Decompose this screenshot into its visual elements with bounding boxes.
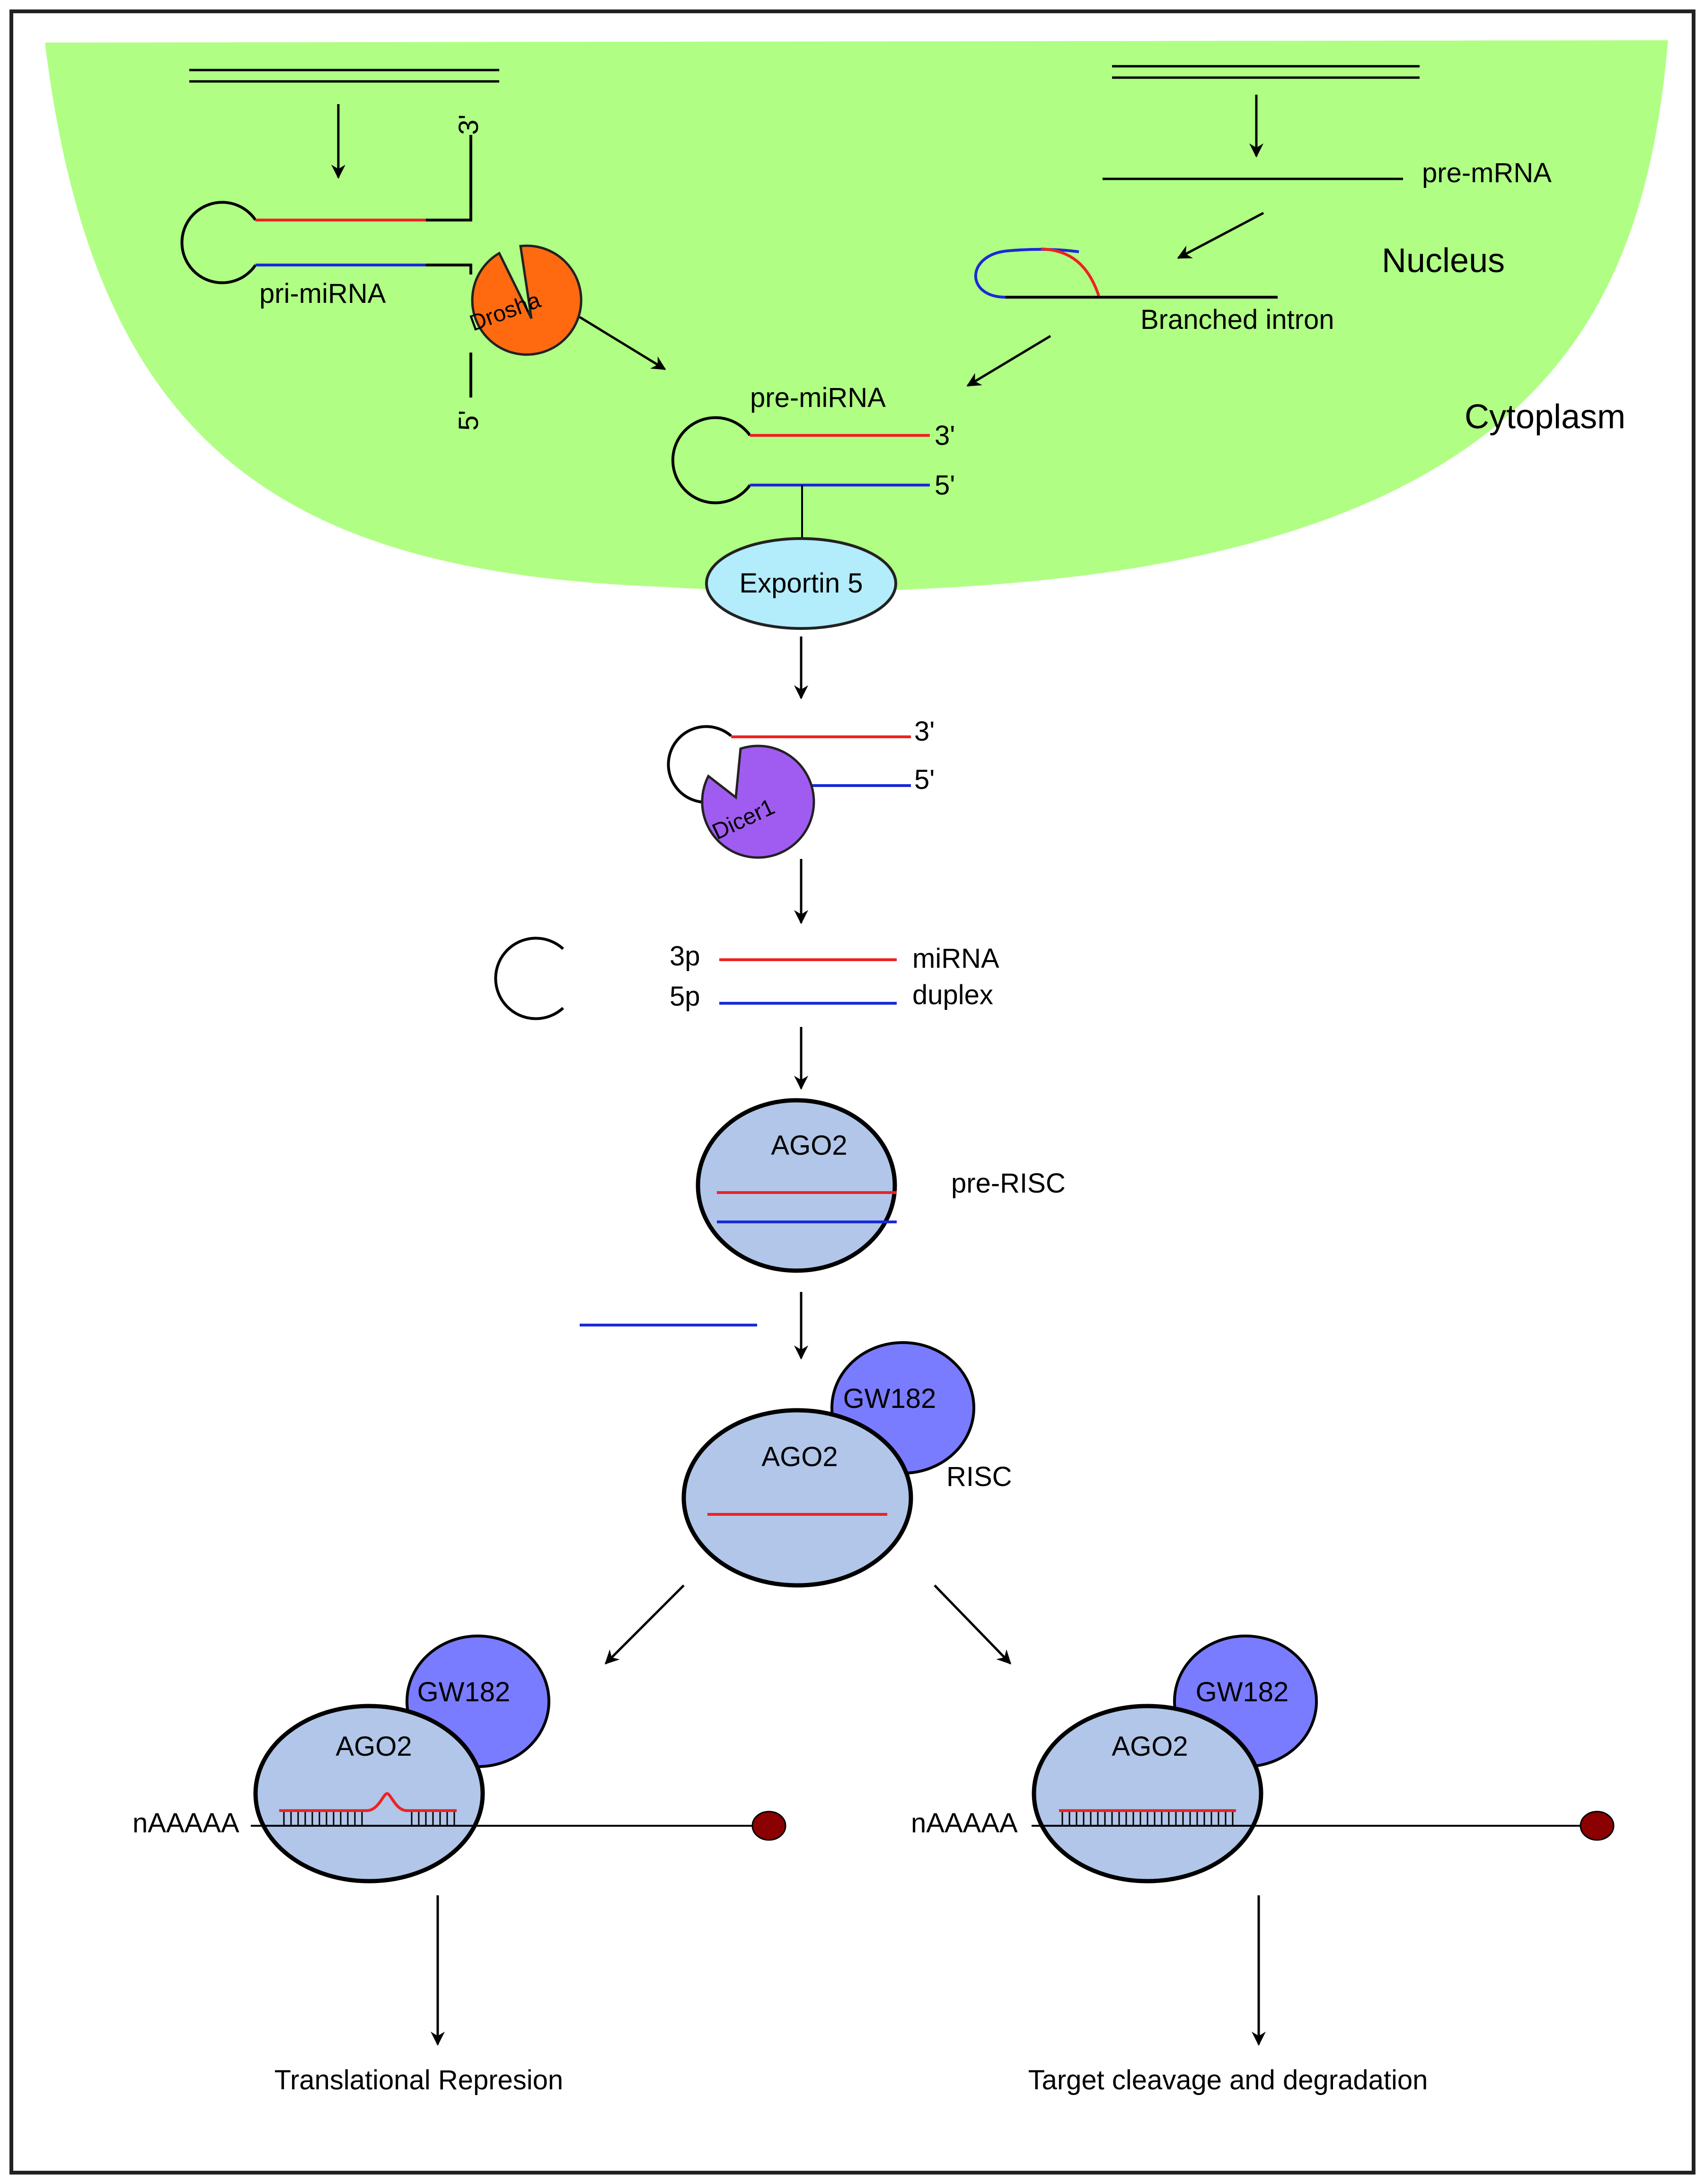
ago2-left-label: AGO2	[336, 1731, 412, 1762]
nucleus-label: Nucleus	[1382, 242, 1505, 280]
drosha-enzyme	[471, 244, 583, 356]
outcome-left-label: Translational Represion	[274, 2065, 563, 2096]
dicer-3prime-label: 3'	[914, 716, 935, 747]
pre-3prime-label: 3'	[935, 420, 955, 451]
intron-to-pre-arrow	[966, 335, 1051, 387]
gw182-risc-label: GW182	[843, 1383, 936, 1414]
ago2-left	[253, 1704, 485, 1883]
ago2-risc-label: AGO2	[761, 1441, 838, 1472]
released-loop	[494, 937, 565, 1020]
pre-mirna-label: pre-miRNA	[750, 382, 886, 413]
pri-5prime-label: 5'	[453, 410, 484, 431]
full-pairing-right	[1061, 1811, 1234, 1826]
nAAAAA-right-label: nAAAAA	[911, 1808, 1018, 1839]
dicer-5prime-label: 5'	[914, 764, 935, 795]
pre-mirna-hairpin	[671, 416, 930, 542]
risc-label: RISC	[946, 1461, 1012, 1492]
splicing-arrow	[1177, 212, 1264, 259]
branched-intron-label: Branched intron	[1140, 304, 1334, 335]
nAAAAA-left-label: nAAAAA	[132, 1808, 239, 1839]
cap-left-icon	[751, 1811, 786, 1841]
branch-left-arrow	[604, 1584, 685, 1665]
pre-5prime-label: 5'	[935, 470, 955, 501]
ago2-risc	[681, 1408, 913, 1588]
cytoplasm-label: Cytoplasm	[1465, 398, 1625, 436]
exportin5-protein	[705, 537, 897, 630]
outcome-right-label: Target cleavage and degradation	[1028, 2065, 1428, 2096]
strand-3p-label: 3p	[670, 941, 700, 972]
drosha-to-pre-arrow	[579, 316, 666, 371]
duplex-label-line2: duplex	[912, 980, 993, 1010]
pre-mrna-label: pre-mRNA	[1422, 158, 1552, 188]
pre-risc-label: pre-RISC	[951, 1168, 1066, 1199]
dicer1-enzyme	[701, 744, 815, 859]
strand-5p-label: 5p	[670, 981, 700, 1012]
pri-mirna-label: pri-miRNA	[259, 278, 386, 309]
partial-pairing-left	[283, 1811, 455, 1826]
pri-mirna-hairpin	[180, 135, 472, 398]
host-gene	[1112, 65, 1420, 79]
ago2-pre-risc	[696, 1098, 897, 1273]
dicer-substrate	[667, 725, 911, 804]
cap-right-icon	[1580, 1811, 1615, 1841]
duplex-label-line1: miRNA	[912, 943, 999, 974]
pri-3prime-label: 3'	[453, 115, 484, 135]
gw182-right-label: GW182	[1196, 1677, 1289, 1707]
mirna-gene	[189, 69, 499, 83]
ago2-right-label: AGO2	[1112, 1731, 1188, 1762]
branched-intron	[974, 248, 1278, 299]
exportin5-label: Exportin 5	[739, 568, 863, 599]
ago2-pre-risc-label: AGO2	[771, 1130, 847, 1161]
branch-right-arrow	[934, 1584, 1012, 1665]
guide-bulge-left	[279, 1792, 457, 1812]
gw182-left-label: GW182	[417, 1677, 511, 1707]
ago2-right	[1032, 1704, 1263, 1883]
